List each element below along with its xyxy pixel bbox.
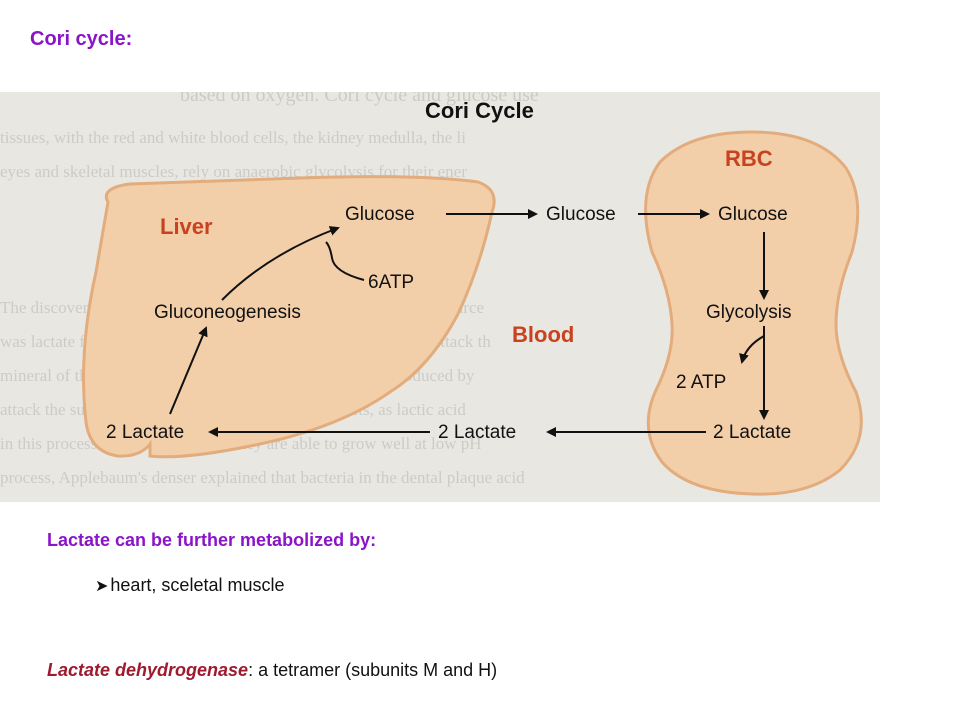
- blood-label: Blood: [512, 322, 574, 347]
- ldh-term: Lactate dehydrogenase: [47, 660, 249, 680]
- gluconeogenesis-node: Gluconeogenesis: [154, 302, 301, 323]
- cori-cycle-figure: based on oxygen. Cori cycle and glucose …: [0, 92, 880, 502]
- background-text-line: based on oxygen. Cori cycle and glucose …: [180, 92, 539, 106]
- rbc-glucose-node: Glucose: [718, 204, 788, 225]
- slide-title: Cori cycle:: [30, 28, 133, 50]
- blood-lactate-node: 2 Lactate: [438, 422, 516, 443]
- figure-title: Cori Cycle: [425, 98, 534, 123]
- arrow-gluconeogenesis-to-glucose: [221, 226, 340, 301]
- background-text-line: process, Applebaum's denser explained th…: [0, 468, 525, 487]
- background-text-line: tissues, with the red and white blood ce…: [0, 128, 466, 147]
- rbc-label: RBC: [725, 146, 773, 171]
- arrow-lactate-to-gluconeogenesis: [169, 326, 208, 415]
- lactate-heading: Lactate can be further metabolized by:: [47, 530, 377, 550]
- arrow-bullet-icon: ➤: [95, 577, 109, 595]
- liver-lactate-node: 2 Lactate: [106, 422, 184, 443]
- ldh-description: : a tetramer (subunits M and H): [248, 660, 498, 680]
- blood-glucose-node: Glucose: [546, 204, 616, 225]
- liver-organ-shape: [82, 175, 496, 459]
- liver-label: Liver: [160, 214, 213, 239]
- bullet-item: ➤ heart, sceletal muscle: [95, 575, 284, 596]
- bullet-text: heart, sceletal muscle: [110, 575, 285, 595]
- rbc-lactate-node: 2 Lactate: [713, 422, 791, 443]
- ldh-line: Lactate dehydrogenase: a tetramer (subun…: [47, 660, 497, 681]
- rbc-atp-node: 2 ATP: [676, 372, 726, 393]
- arrow-glycolysis-atp-branch: [739, 335, 765, 364]
- liver-glucose-node: Glucose: [345, 204, 415, 225]
- rbc-organ-shape: [644, 130, 863, 496]
- cori-cycle-diagram: Cori Cycle Liver RBC Blood Glucose Gluco…: [82, 98, 863, 496]
- glycolysis-node: Glycolysis: [706, 302, 792, 323]
- arrow-atp-input-curve: [325, 241, 365, 281]
- liver-atp-node: 6ATP: [368, 272, 414, 293]
